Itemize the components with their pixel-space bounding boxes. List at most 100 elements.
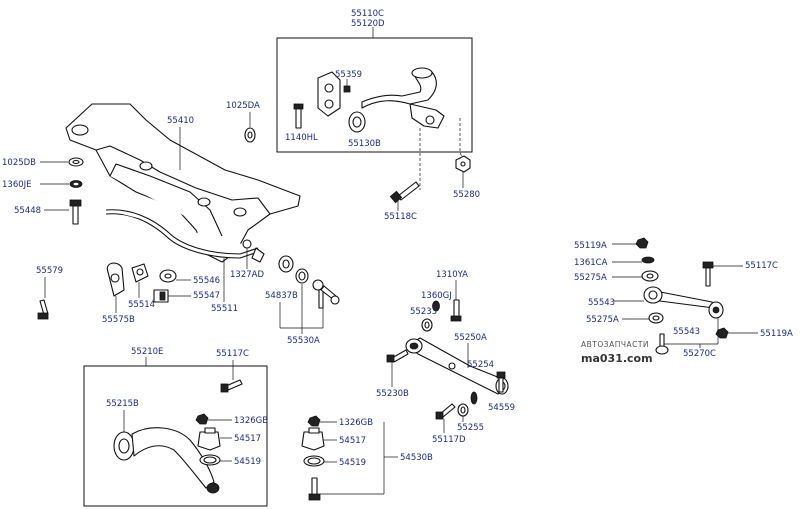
label-55120D: 55120D [351, 19, 385, 29]
washer-55275A-bot [648, 312, 664, 324]
nut-55359 [343, 85, 351, 93]
label-1025DB: 1025DB [2, 158, 36, 168]
bushing-55546 [159, 269, 177, 283]
bolt-55230B [386, 349, 409, 363]
bolt-55117C-right [702, 261, 714, 287]
label-54519-b: 54519 [339, 458, 366, 468]
trailing-arm-55215B [113, 427, 220, 494]
label-54517-b: 54517 [339, 436, 366, 446]
label-55410: 55410 [167, 116, 194, 126]
watermark-line2: ma031.com [581, 352, 653, 365]
nut-55280 [455, 155, 471, 173]
label-55117C-right: 55117C [745, 261, 778, 271]
label-55547: 55547 [193, 291, 220, 301]
stabilizer-link-55530A [312, 279, 340, 309]
bolt-1327AD [242, 239, 252, 249]
stabilizer-bar-55511 [105, 209, 265, 263]
label-54837B: 54837B [265, 291, 298, 301]
label-54519-a: 54519 [234, 457, 261, 467]
label-55280: 55280 [453, 190, 480, 200]
label-1140HL: 1140HL [285, 133, 318, 143]
trailing-arm-group-box [83, 365, 268, 507]
washer-1360GJ [432, 300, 440, 312]
label-55255: 55255 [457, 423, 484, 433]
label-54559: 54559 [488, 403, 515, 413]
nut-55119A-bot [715, 327, 729, 339]
bolt-55118C [389, 181, 420, 204]
nut-55119A-top [635, 237, 649, 249]
washer-1361CA [641, 256, 655, 264]
label-55275A-bot: 55275A [586, 315, 619, 325]
label-1326GB-b: 1326GB [339, 418, 373, 428]
label-54530B: 54530B [400, 453, 433, 463]
bushing-54517-b [301, 427, 325, 451]
bushing-55514 [131, 263, 149, 283]
bolt-55117D [435, 403, 456, 420]
washer-1025DB [68, 157, 84, 167]
washer-54837B [295, 268, 309, 284]
label-55119A-bot: 55119A [760, 329, 793, 339]
label-55514: 55514 [128, 300, 155, 310]
label-55543-right: 55543 [673, 327, 700, 337]
label-1360JE: 1360JE [2, 180, 32, 190]
bushing-55543-right [655, 333, 669, 355]
label-1310YA: 1310YA [436, 270, 468, 280]
bracket-55575B [106, 262, 125, 297]
label-55579: 55579 [36, 266, 63, 276]
subframe-55410 [65, 103, 301, 263]
label-55575B: 55575B [102, 315, 135, 325]
label-55230B: 55230B [376, 389, 409, 399]
label-55210E: 55210E [131, 347, 163, 357]
bushing-55254 [470, 391, 478, 405]
nut-1326GB-a [195, 413, 209, 425]
label-55110C: 55110C [351, 9, 384, 19]
label-55233: 55233 [410, 307, 437, 317]
label-55270C: 55270C [683, 349, 716, 359]
washer-1360JE [69, 180, 83, 188]
label-55275A-top: 55275A [574, 273, 607, 283]
label-1025DA: 1025DA [226, 101, 260, 111]
nut-1326GB-b [307, 415, 321, 427]
label-55359: 55359 [335, 70, 362, 80]
bolt-55117C-mid [220, 379, 243, 393]
label-55250A: 55250A [454, 333, 487, 343]
upper-arm-group-box [276, 37, 473, 153]
label-55448: 55448 [14, 206, 41, 216]
bolt-54530B [308, 477, 321, 501]
bracket-55547 [153, 289, 169, 303]
label-1327AD: 1327AD [230, 270, 264, 280]
bolt-54559 [496, 371, 506, 393]
label-55254: 55254 [467, 360, 494, 370]
washer-1025DA [244, 127, 256, 143]
washer-55233 [421, 318, 433, 332]
label-55546: 55546 [193, 276, 220, 286]
label-1326GB-a: 1326GB [234, 416, 268, 426]
label-55543-left: 55543 [588, 298, 615, 308]
label-55119A-top: 55119A [574, 241, 607, 251]
bolt-1310YA [450, 299, 462, 322]
bushing-54517-a [197, 427, 221, 451]
label-55511: 55511 [211, 304, 238, 314]
label-55117C-mid: 55117C [216, 349, 249, 359]
label-55117D: 55117D [432, 435, 466, 445]
bushing-54837B [278, 255, 294, 273]
washer-55255 [457, 403, 469, 417]
watermark-line1: АВТОЗАПЧАСТИ [581, 340, 649, 349]
ring-54519-b [303, 455, 325, 467]
bolt-55448 [69, 199, 82, 225]
label-55130B: 55130B [348, 139, 381, 149]
upper-control-arm [361, 67, 445, 129]
label-55215B: 55215B [106, 399, 139, 409]
label-55118C: 55118C [384, 212, 417, 222]
upper-arm-bracket [317, 71, 341, 117]
ring-54519-a [199, 454, 221, 466]
washer-55275A-top [641, 270, 659, 282]
bushing-55130B [348, 111, 366, 133]
label-1361CA: 1361CA [574, 258, 608, 268]
bolt-1140HL [293, 103, 304, 129]
label-1360GJ: 1360GJ [421, 291, 452, 301]
bolt-55579 [37, 299, 49, 320]
label-54517-a: 54517 [234, 434, 261, 444]
